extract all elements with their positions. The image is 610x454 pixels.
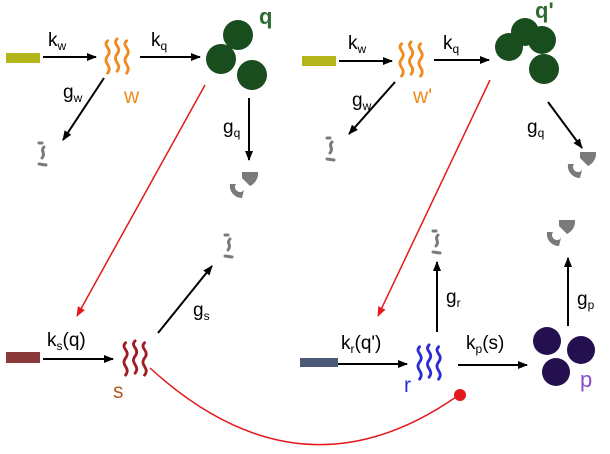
protein-q-icon xyxy=(206,20,267,90)
degraded-w-icon xyxy=(37,141,48,167)
label-gw-left: gw xyxy=(63,82,83,105)
degraded-w-prime-icon xyxy=(325,136,336,162)
arrow-gw-right xyxy=(348,81,396,135)
node-label-q-prime: q' xyxy=(535,0,554,23)
degraded-s-icon xyxy=(223,233,234,259)
node-label-w: w xyxy=(123,85,140,108)
degraded-q-icon xyxy=(229,172,259,199)
label-gq-right: gq xyxy=(527,117,544,140)
node-label-q: q xyxy=(259,4,272,29)
gene-r-icon xyxy=(416,343,442,381)
arrow-gs xyxy=(157,265,213,334)
label-kw-left: kw xyxy=(48,30,67,53)
promoter-w-right xyxy=(302,56,336,66)
promoter-r xyxy=(300,358,338,367)
protein-q-prime-icon xyxy=(495,18,559,84)
label-gp: gp xyxy=(577,289,595,312)
node-label-r: r xyxy=(404,374,411,397)
node-label-w-prime: w' xyxy=(412,85,432,108)
label-kr: kr(q') xyxy=(341,333,381,356)
degraded-r-icon xyxy=(431,229,442,255)
degraded-q-prime-icon xyxy=(567,152,597,179)
promoter-w-left xyxy=(6,53,40,63)
edge-q-prime-activates-r xyxy=(377,79,491,317)
label-gq-left: gq xyxy=(223,117,240,140)
gene-s-icon xyxy=(122,339,148,377)
gene-w-prime-icon xyxy=(398,40,424,78)
label-kq-right: kq xyxy=(443,33,459,56)
label-ks: ks(q) xyxy=(47,330,86,353)
label-kq-left: kq xyxy=(151,30,167,53)
edge-s-influences-kp xyxy=(149,367,457,446)
label-gw-right: gw xyxy=(352,90,372,113)
arrow-gq-right xyxy=(547,101,583,149)
edge-q-activates-s xyxy=(76,84,206,317)
label-gr: gr xyxy=(446,287,461,310)
promoter-s xyxy=(6,352,40,363)
arrow-gw-left xyxy=(62,77,105,141)
node-label-s: s xyxy=(113,380,124,403)
protein-p-icon xyxy=(533,327,595,386)
node-label-p: p xyxy=(580,367,592,392)
label-kp: kp(s) xyxy=(466,333,504,356)
gene-w-icon xyxy=(104,37,130,75)
degraded-p-icon xyxy=(546,220,576,247)
edge-s-influences-kp-endpoint xyxy=(454,389,466,401)
label-kw-right: kw xyxy=(348,33,367,56)
label-gs: gs xyxy=(193,300,210,323)
